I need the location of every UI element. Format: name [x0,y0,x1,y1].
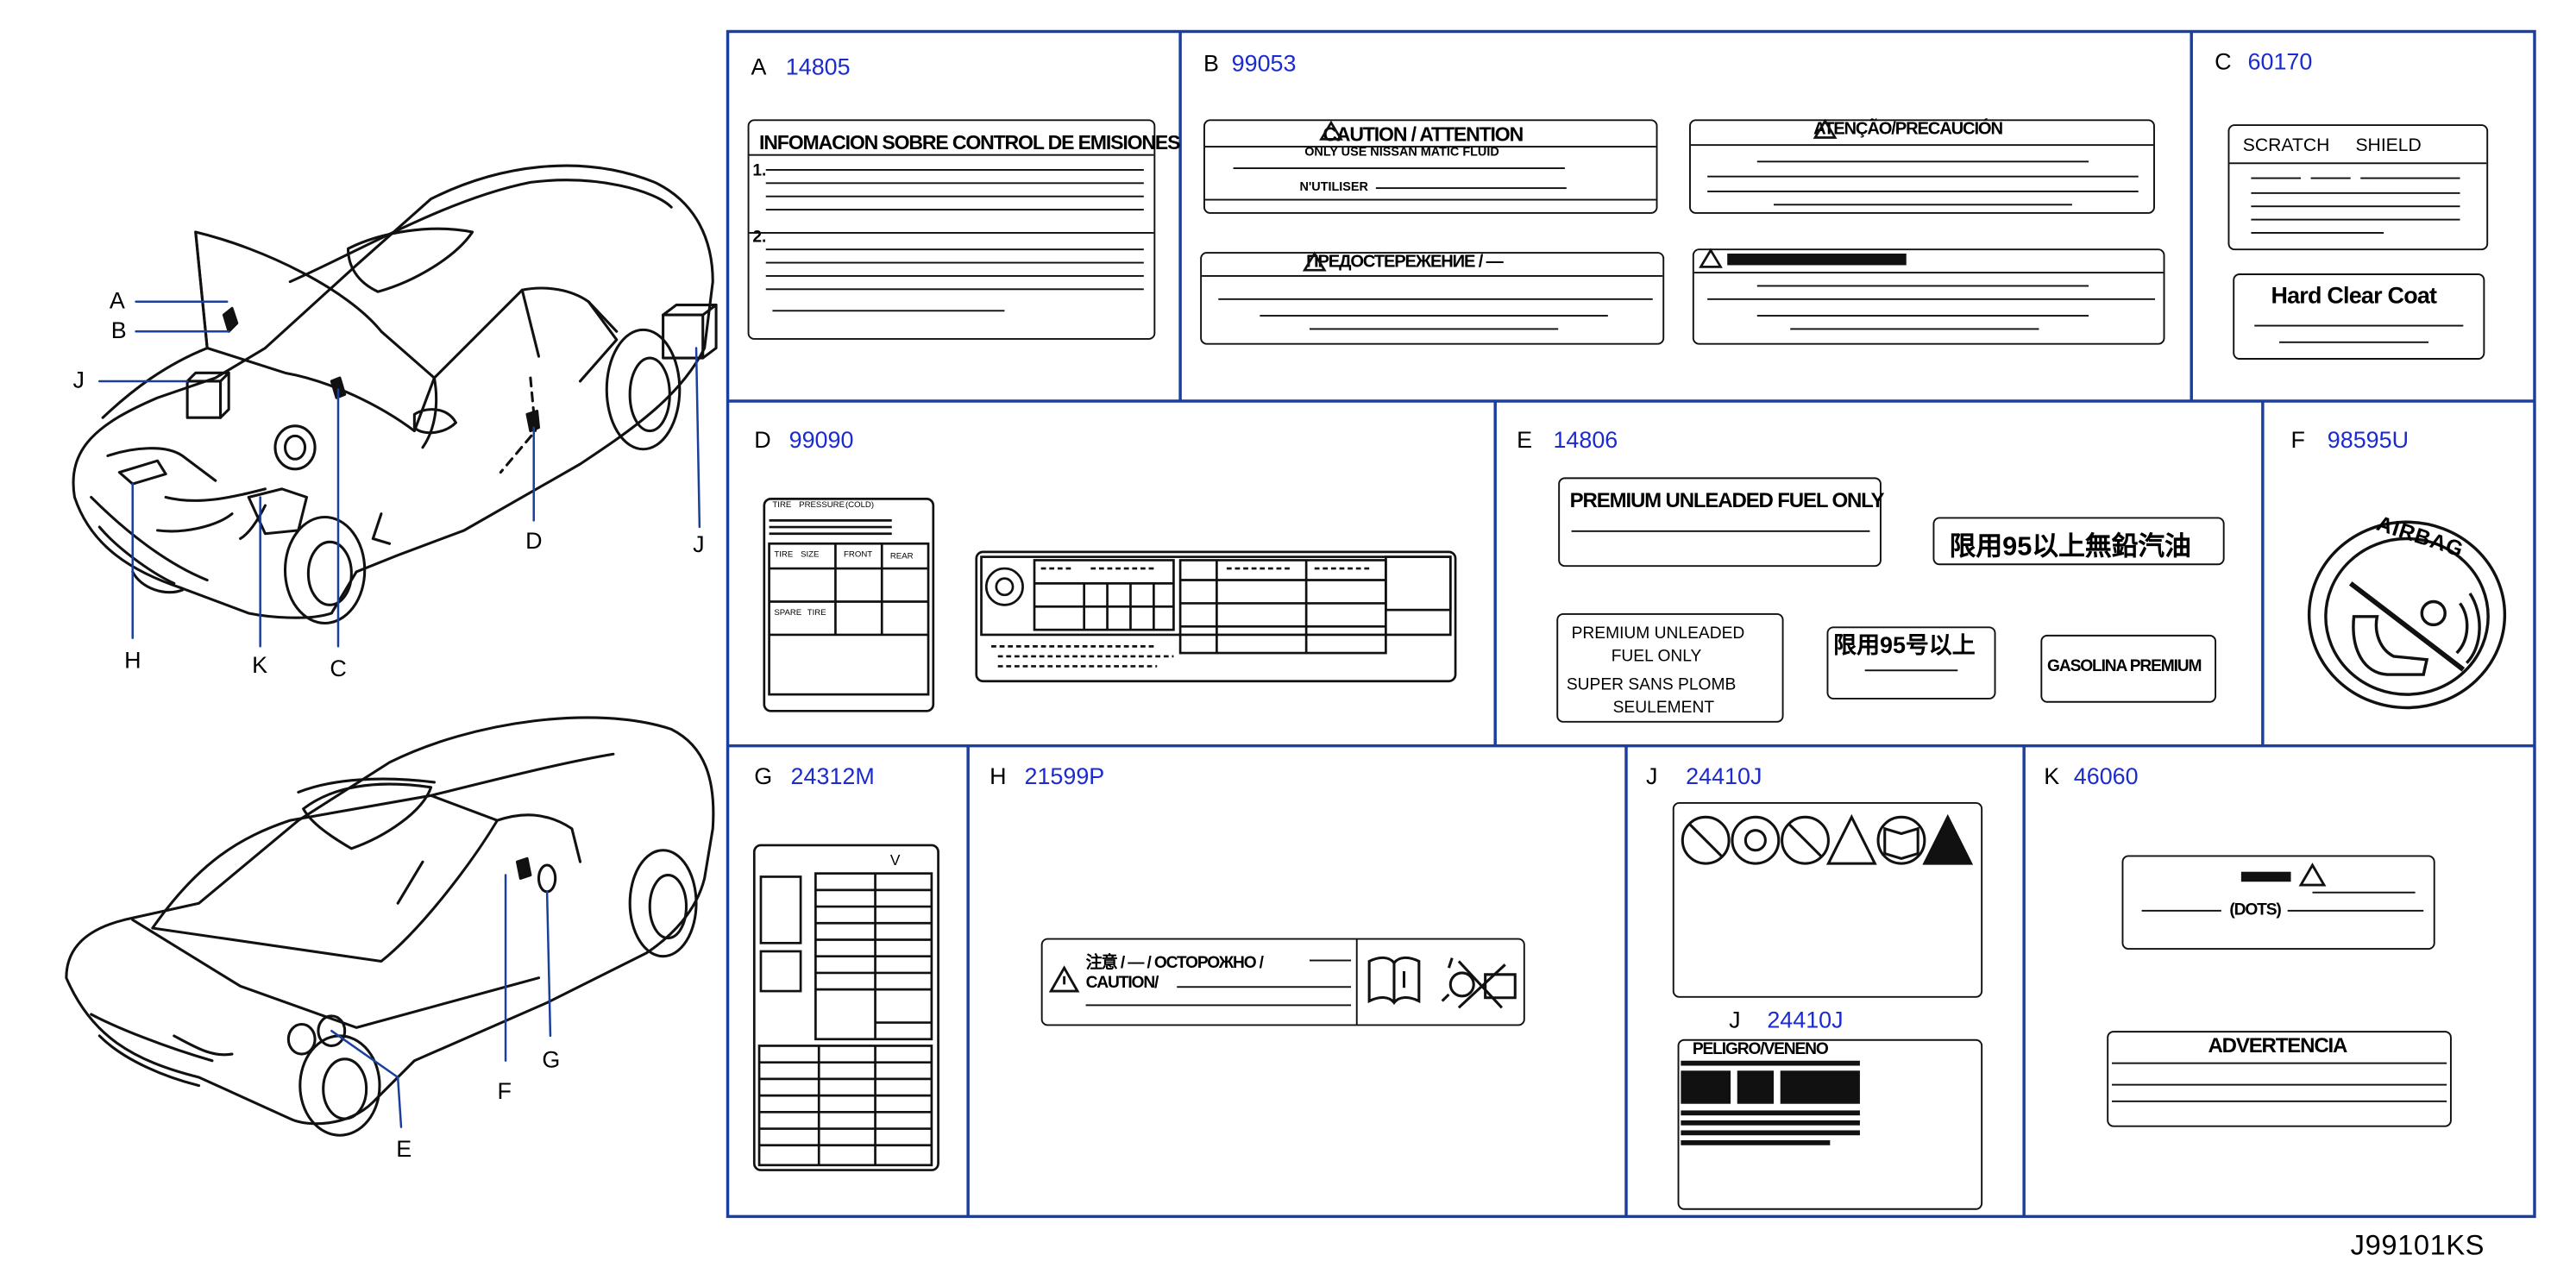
tire-placard [763,498,935,712]
label-title: ATENÇÃO/PRECAUCIÓN [1813,119,2003,140]
label-text: PREMIUM UNLEADED [1571,624,1745,643]
label-title: 限用95以上無鉛汽油 [1949,533,2191,562]
label-text: REAR [889,551,914,562]
callout-letter: F [497,1076,512,1104]
callout-letter: D [525,527,543,554]
label-gasolina [2040,634,2217,703]
label-title: ПРЕДОСТЕРЕЖЕНИЕ / — [1306,252,1504,273]
cell-letter: G [754,762,773,789]
label-text: SEULEMENT [1612,699,1715,718]
callout-letter: J [72,366,85,393]
label-text: TIRE [772,500,792,511]
callout-letter: C [330,654,347,681]
callout-letter: E [396,1135,412,1162]
label-text: 1. [752,162,767,181]
warning-triangle-icon [1302,251,1327,272]
cell-letter: A [751,53,767,80]
label-title: CAUTION/ [1085,974,1159,993]
label-title: (DOTS) [2229,901,2281,920]
label-atencao [1689,119,2155,214]
label-title: Hard Clear Coat [2271,281,2437,309]
part-number: 24410J [1686,762,1762,789]
label-text: SPARE [774,608,802,618]
callout-letter: B [110,317,127,343]
part-number: 21599P [1024,762,1105,789]
tire-info-label [975,550,1457,683]
part-number: 24410J [1767,1006,1844,1033]
label-text: PRESSURE [799,500,845,511]
label-advertencia [2107,1031,2452,1127]
label-title: ADVERTENCIA [2208,1034,2347,1057]
warning-triangle-icon [1319,120,1343,141]
label-chinese-fuel [1932,517,2225,566]
label-premium-unleaded [1558,477,1882,568]
part-number: 46060 [2073,762,2139,789]
label-brake-fluid [2121,855,2435,951]
cell-letter: D [754,425,771,453]
label-emissions [747,119,1156,340]
label-title: PREMIUM UNLEADED FUEL ONLY [1569,488,1885,512]
part-number: 99090 [789,425,854,453]
peligro-fine-print [1681,1060,1860,1145]
cell-letter: E [1517,425,1533,453]
label-title: GASOLINA PREMIUM [2047,657,2202,676]
label-text: SCRATCH [2242,135,2330,156]
part-number: 99053 [1231,49,1297,77]
part-number: 24312M [790,762,875,789]
label-text: SIZE [801,549,820,561]
manual-and-fan-icon [1367,956,1517,1009]
label-title: INFOMACION SOBRE CONTROL DE EMISIONES [759,130,1180,154]
label-premium-multilang [1556,612,1784,723]
label-text: (COLD) [845,500,875,511]
part-number: 14806 [1553,425,1618,453]
callout-letter: K [252,651,268,678]
cell-letter: K [2044,762,2060,789]
part-number: 60170 [2247,47,2313,75]
label-text: N'UTILISER [1299,179,1368,194]
label-text: SHIELD [2355,135,2422,156]
warning-triangle-icon [1813,118,1838,139]
drawing-code: J99101KS [2350,1229,2485,1262]
airbag-warning-icon [2307,520,2507,710]
warning-triangle-icon [1048,965,1080,993]
label-text: SUPER SANS PLOMB [1566,675,1737,695]
callout-letter: H [124,646,141,674]
cell-letter: F [2290,425,2305,453]
callout-letter: J [693,530,705,557]
label-text: TIRE [774,549,794,561]
label-text: TIRE [807,608,826,618]
battery-warning-icons [1681,813,1974,865]
label-title: PELIGRO/VENENO [1692,1040,1829,1059]
vacuum-label [752,844,939,1171]
callout-letter: G [542,1045,561,1073]
label-chinese-95 [1826,626,1996,700]
callout-letter: A [109,286,125,314]
label-scratch-shield [2227,124,2489,251]
label-text: FUEL ONLY [1611,648,1702,667]
label-text: V [889,851,901,869]
car-illustration [65,164,718,1137]
label-caution-fan [1040,938,1525,1026]
label-title: 限用95号以上 [1833,631,1976,658]
warning-triangle-icon [2240,863,2327,887]
label-text: FRONT [844,549,873,561]
cell-letter: B [1203,49,1219,77]
label-title: CAUTION / ATTENTION [1323,122,1524,147]
part-number: 98595U [2327,425,2410,453]
label-text: ONLY USE NISSAN MATIC FLUID [1304,144,1499,160]
cell-letter: J [1646,762,1658,789]
label-hard-clear-coat [2233,273,2485,360]
label-title: 注意 / — / ОСТОРОЖНО / [1085,954,1264,973]
cell-letter: H [990,762,1007,789]
cell-letter: J [1729,1006,1741,1033]
part-number: 14805 [785,53,851,80]
label-caution-attention [1203,119,1658,214]
warning-triangle-icon [1699,248,1907,268]
cell-letter: C [2215,47,2232,75]
